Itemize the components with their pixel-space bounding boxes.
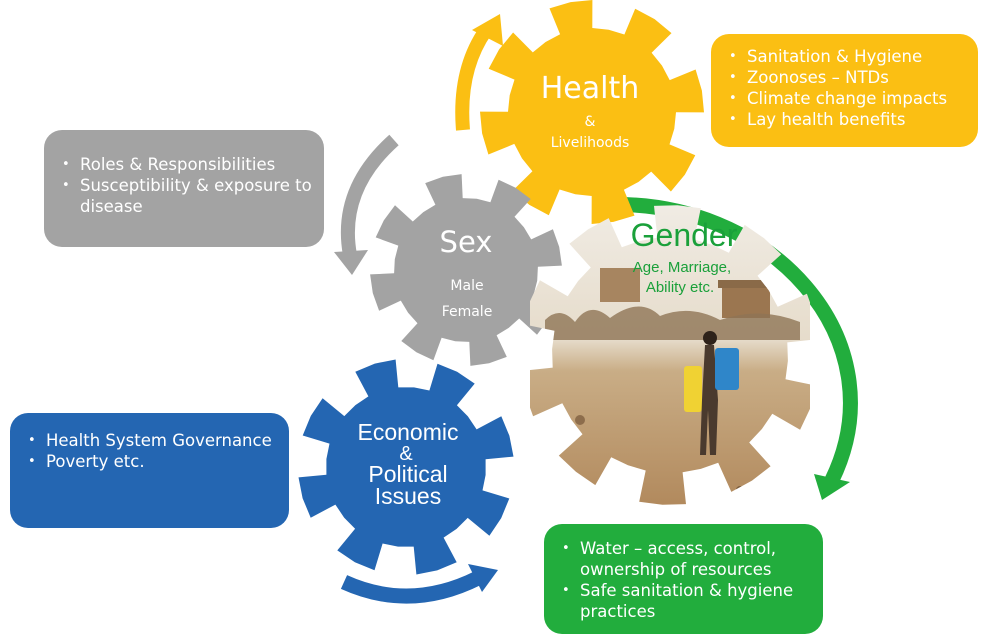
sex-gear: [370, 174, 562, 366]
jerry-can-blue: [715, 348, 739, 390]
list-item: Climate change impacts: [729, 88, 968, 109]
jerry-can-yellow: [684, 366, 702, 412]
list-item: Susceptibility & exposure to disease: [62, 175, 314, 217]
health-sub: Livelihoods: [551, 135, 630, 151]
mud-hut-roof: [718, 280, 774, 288]
health-info-box: Sanitation & Hygiene Zoonoses – NTDs Cli…: [711, 34, 978, 147]
grey-arrowhead: [334, 250, 368, 275]
blue-arrowhead: [468, 564, 498, 592]
sex-list: Roles & Responsibilities Susceptibility …: [60, 154, 314, 217]
list-item: Health System Governance: [28, 430, 279, 451]
health-gear: [480, 0, 704, 224]
gender-line1: Age, Marriage,: [633, 259, 731, 276]
health-amp: &: [585, 114, 596, 130]
yellow-arrow: [455, 25, 492, 131]
mud-hut-right: [722, 286, 770, 318]
blue-arrow: [340, 571, 482, 604]
child-figure: [700, 345, 718, 455]
gender-line2: Ability etc.: [646, 279, 714, 296]
health-list: Sanitation & Hygiene Zoonoses – NTDs Cli…: [727, 46, 968, 130]
econ-line2: &: [399, 443, 413, 465]
stone: [736, 486, 744, 494]
health-title: Health: [541, 71, 640, 106]
yellow-arrowhead: [472, 14, 503, 46]
list-item: Sanitation & Hygiene: [729, 46, 968, 67]
stone: [755, 435, 765, 445]
list-item: Water – access, control, ownership of re…: [562, 538, 815, 580]
gender-title: Gender: [631, 217, 738, 253]
economic-info-box: Health System Governance Poverty etc.: [10, 413, 289, 528]
econ-line3: Political: [368, 461, 447, 487]
sex-male: Male: [450, 278, 483, 294]
stone: [575, 415, 585, 425]
child-head: [703, 331, 717, 345]
list-item: Safe sanitation & hygiene practices: [562, 580, 815, 622]
water-info-box: Water – access, control, ownership of re…: [544, 524, 823, 634]
list-item: Lay health benefits: [729, 109, 968, 130]
sex-info-box: Roles & Responsibilities Susceptibility …: [44, 130, 324, 247]
economic-political-gear: [298, 359, 514, 575]
list-item: Roles & Responsibilities: [62, 154, 314, 175]
econ-line4: Issues: [375, 483, 441, 509]
sex-title: Sex: [440, 225, 493, 259]
stone: [606, 466, 614, 474]
econ-line1: Economic: [358, 419, 459, 445]
econ-list: Health System Governance Poverty etc.: [26, 430, 279, 472]
water-list: Water – access, control, ownership of re…: [560, 538, 815, 622]
list-item: Zoonoses – NTDs: [729, 67, 968, 88]
green-arrowhead: [814, 474, 850, 500]
dry-shrubs: [545, 306, 800, 340]
list-item: Poverty etc.: [28, 451, 279, 472]
grey-arrow: [340, 134, 399, 257]
sex-female: Female: [442, 304, 493, 320]
mud-hut-left: [600, 268, 640, 302]
